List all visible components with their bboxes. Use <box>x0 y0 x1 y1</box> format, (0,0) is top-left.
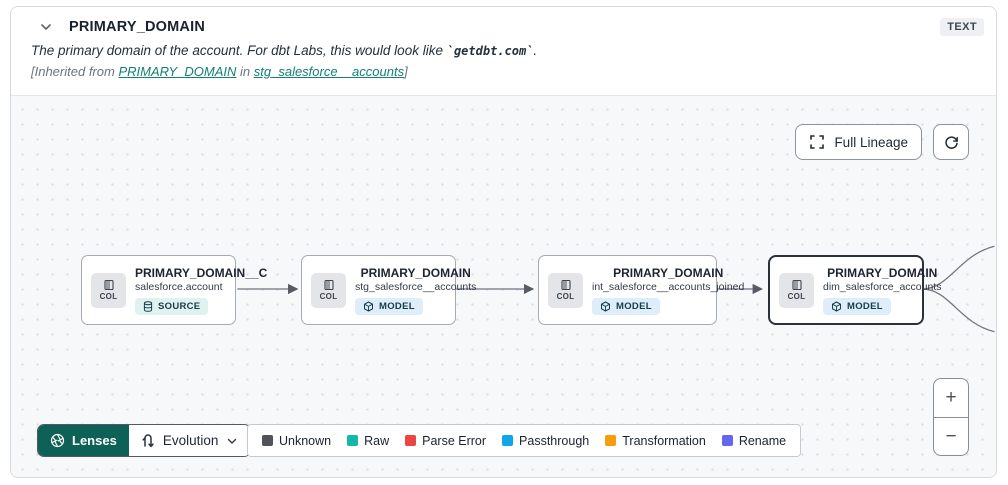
inherited-model-link[interactable]: stg_salesforce__accounts <box>253 64 405 79</box>
lineage-node-dim-selected[interactable]: PASSTHROUGH COL PRIMARY_DOMAIN dim_sales… <box>768 243 941 325</box>
column-description: The primary domain of the account. For d… <box>31 43 538 58</box>
legend-item: Transformation <box>605 434 706 448</box>
resource-type-badge: SOURCE <box>135 297 209 315</box>
cube-icon <box>601 300 610 312</box>
inline-code: `getdbt.com` <box>446 44 534 58</box>
resource-type-badge: MODEL <box>823 297 891 315</box>
zoom-in-button[interactable]: + <box>945 387 957 408</box>
resource-type-badge: MODEL <box>355 297 423 315</box>
inherited-column-link[interactable]: PRIMARY_DOMAIN <box>118 64 237 79</box>
chevron-down-icon <box>228 438 237 444</box>
lineage-canvas[interactable]: Full Lineage RAW COL PRIMARY_DOMAIN__C s… <box>11 95 996 477</box>
column-chip: COL <box>311 272 346 308</box>
lenses-label: Lenses <box>72 433 117 448</box>
legend-item: Parse Error <box>405 434 486 448</box>
node-column-name: PRIMARY_DOMAIN <box>827 265 938 280</box>
legend-swatch <box>405 435 417 446</box>
legend-swatch <box>605 435 617 446</box>
node-model-name: int_salesforce__accounts_joined <box>592 280 745 293</box>
legend-item: Unknown <box>262 434 331 448</box>
lenses-control: Lenses Evolution <box>37 424 252 457</box>
resource-type-badge: MODEL <box>592 297 660 315</box>
node-column-name: PRIMARY_DOMAIN <box>360 265 471 280</box>
lineage-edges <box>237 245 995 333</box>
refresh-icon <box>943 134 960 151</box>
legend-swatch <box>347 435 359 446</box>
lineage-node-source[interactable]: RAW COL PRIMARY_DOMAIN__C salesforce.acc… <box>81 242 267 325</box>
data-type-badge: TEXT <box>940 18 984 36</box>
column-icon <box>791 279 802 291</box>
node-model-name: stg_salesforce__accounts <box>355 280 477 293</box>
database-icon <box>143 300 153 312</box>
legend-swatch <box>262 435 273 446</box>
selected-lens-label: Evolution <box>162 433 219 448</box>
legend-item: Rename <box>721 434 786 448</box>
zoom-controls: + − <box>933 378 969 456</box>
column-chip: COL <box>91 272 126 308</box>
cube-icon <box>364 300 373 312</box>
chevron-down-icon[interactable] <box>39 20 53 34</box>
lineage-node-intermediate[interactable]: PASSTHROUGH COL PRIMARY_DOMAIN int_sales… <box>538 242 744 325</box>
aperture-icon <box>50 433 65 448</box>
column-name: PRIMARY_DOMAIN <box>69 19 205 35</box>
lens-legend: Unknown Raw Parse Error Passthrough Tran… <box>247 424 802 457</box>
full-lineage-button[interactable]: Full Lineage <box>795 124 922 160</box>
column-icon <box>103 279 114 291</box>
column-icon <box>323 279 334 291</box>
refresh-button[interactable] <box>933 124 969 160</box>
legend-swatch <box>502 435 514 446</box>
node-model-name: dim_salesforce_accounts <box>823 280 942 293</box>
lenses-button[interactable]: Lenses <box>38 425 129 456</box>
inherited-from-line: [Inherited from PRIMARY_DOMAIN in stg_sa… <box>31 64 408 79</box>
legend-item: Passthrough <box>502 434 589 448</box>
node-column-name: PRIMARY_DOMAIN__C <box>135 265 268 280</box>
evolution-icon <box>142 433 154 447</box>
full-lineage-label: Full Lineage <box>834 134 908 150</box>
zoom-out-button[interactable]: − <box>934 417 968 455</box>
column-chip: COL <box>779 272 814 308</box>
node-column-name: PRIMARY_DOMAIN <box>613 265 724 280</box>
expand-icon <box>809 134 825 150</box>
cube-icon <box>832 300 841 312</box>
node-model-name: salesforce.account <box>135 280 223 293</box>
legend-swatch <box>721 435 733 446</box>
legend-item: Raw <box>347 434 389 448</box>
column-detail-panel: PRIMARY_DOMAIN TEXT The primary domain o… <box>10 6 997 478</box>
column-icon <box>560 279 571 291</box>
column-header: PRIMARY_DOMAIN TEXT The primary domain o… <box>11 7 996 95</box>
lineage-node-staging[interactable]: RENAME COL PRIMARY_DOMAIN stg_salesforce… <box>301 242 476 325</box>
column-chip: COL <box>548 272 583 308</box>
lens-dropdown[interactable]: Evolution <box>128 425 251 456</box>
